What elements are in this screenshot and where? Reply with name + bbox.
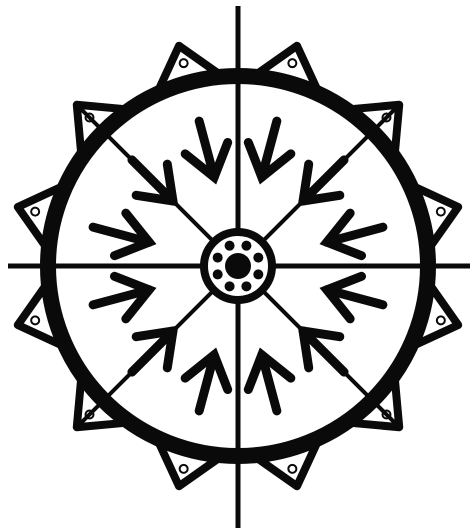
inward-arrow-icon (185, 121, 228, 177)
inward-arrow-icon (327, 213, 383, 256)
inward-arrow-icon (132, 331, 173, 372)
hub-dot (241, 281, 251, 291)
notch-dot (31, 208, 39, 216)
inward-arrow-icon (185, 355, 228, 411)
notch-dot (288, 59, 296, 67)
notch-dot (180, 465, 188, 473)
hub-center (225, 253, 251, 279)
hub-dot (241, 241, 251, 251)
notch-dot (180, 59, 188, 67)
inward-arrow-icon (248, 121, 291, 177)
inward-arrow-icon (93, 213, 149, 256)
hub-dot (213, 253, 223, 263)
inward-arrow-icon (303, 331, 344, 372)
hub-dot (225, 281, 235, 291)
notch-dot (437, 316, 445, 324)
notch-dot (288, 465, 296, 473)
inward-arrow-icon (132, 160, 173, 201)
inward-arrow-icon (93, 276, 149, 319)
notch-dot (31, 316, 39, 324)
inward-arrow-icon (248, 355, 291, 411)
notch-dot (437, 208, 445, 216)
hub (204, 232, 272, 300)
hub-dot (253, 269, 263, 279)
inward-arrow-icon (327, 276, 383, 319)
inward-arrow-icon (303, 160, 344, 201)
hub-dot (225, 241, 235, 251)
hub-dot (253, 253, 263, 263)
hub-dot (213, 269, 223, 279)
